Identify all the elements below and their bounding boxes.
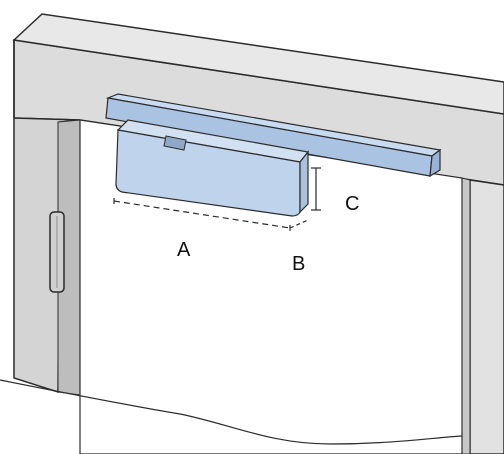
dimension-line-c <box>311 167 321 211</box>
door-bottom-edge <box>0 379 463 445</box>
door-hinge-icon <box>49 211 65 293</box>
label-a: A <box>177 239 191 261</box>
closer-body-end <box>299 150 309 214</box>
label-c: C <box>345 193 359 215</box>
frame-right-jamb <box>469 179 504 454</box>
dimension-line-b <box>289 219 309 229</box>
label-b: B <box>292 253 305 275</box>
frame-right-reveal <box>461 177 471 454</box>
slide-rail-end-cap <box>429 148 441 178</box>
closer-arm-connector <box>163 135 187 151</box>
frame-top-face <box>12 13 504 115</box>
